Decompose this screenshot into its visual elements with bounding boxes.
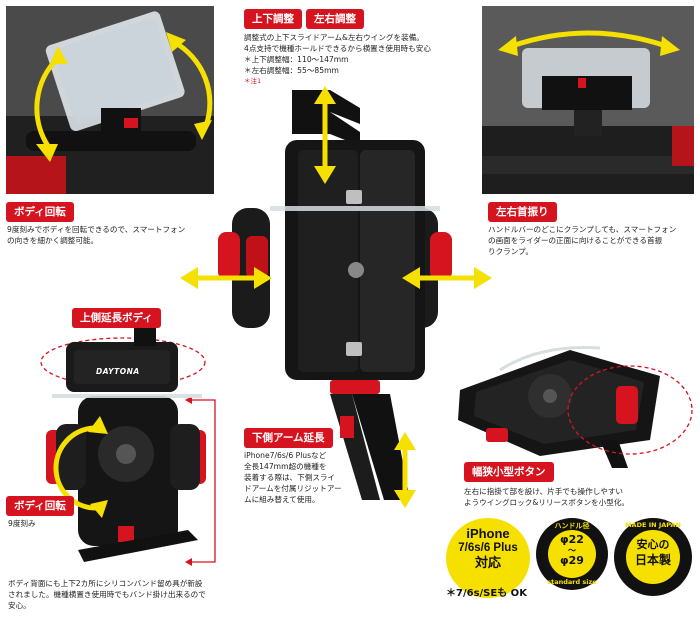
made-in-japan-inner xyxy=(626,530,680,584)
iphone-badge-note: ＊7/6s/SEも OK xyxy=(446,588,527,599)
swivel-mount-illustration xyxy=(482,6,694,194)
handle-tilde: ～ xyxy=(568,546,576,555)
back-line-3: 安心。 xyxy=(8,601,31,610)
adjust-line-3: ＊上下調整幅：110～147mm xyxy=(244,55,349,64)
japan-main-2: 日本製 xyxy=(634,553,671,567)
rotate-line-2: の向きを細かく調整可能。 xyxy=(7,236,99,245)
lower-arm-line-4: ドアームを付属リジットアー xyxy=(244,484,342,493)
badge-swivel: 左右首振り xyxy=(488,202,557,222)
handle-d2: φ29 xyxy=(560,554,584,567)
handle-diameter-inner xyxy=(548,530,596,578)
swivel-line-3: りクランプ。 xyxy=(488,247,534,256)
nine-degree-label: 9度刻み xyxy=(8,519,36,528)
rotate-arrow-left xyxy=(34,32,213,162)
back-line-2: されました。機種横置き使用時でもバンド掛け出来るので xyxy=(8,590,206,599)
handle-arc-top: ハンドル径 xyxy=(554,522,590,530)
handle-d1: φ22 xyxy=(560,533,584,546)
side-view-illustration xyxy=(458,346,693,468)
photo-top-right xyxy=(482,6,694,194)
badge-upper-ext-body: 上側延長ボディ xyxy=(72,308,161,328)
handle-arc-bottom: standard size xyxy=(547,578,597,586)
rotate-line-1: 9度刻みでボディを回転できるので、スマートフォン xyxy=(7,225,186,234)
adjust-line-2: 4点支持で機種ホールドできるから横置き使用時も安心 xyxy=(244,44,431,53)
iphone-line-2: 7/6s/6 Plus xyxy=(458,542,518,554)
button-line-2: ようウイングロック&リリースボタンを小型化。 xyxy=(464,498,630,507)
daytona-logo: DAYTONA xyxy=(96,367,140,376)
japan-main-text: 安心の 日本製 xyxy=(626,538,680,568)
swivel-description: ハンドルバーのどこにクランプしても、スマートフォン の画面をライダーの正面に向け… xyxy=(488,224,696,257)
adjust-note: ＊注1 xyxy=(244,77,262,85)
swivel-arrow xyxy=(498,30,680,56)
rotate-description: 9度刻みでボディを回転できるので、スマートフォン の向きを細かく調整可能。 xyxy=(7,224,217,246)
adjust-line-1: 調整式の上下スライドアーム&左右ウイングを装備。 xyxy=(244,33,424,42)
japan-ring-text: MADE IN JAPAN xyxy=(625,521,681,529)
lower-arm-description: iPhone7/6s/6 Plusなど 全長147mm超の機種を 装着する際は、… xyxy=(244,450,364,505)
button-description: 左右に指掛て部を設け、片手でも操作しやすい ようウイングロック&リリースボタンを… xyxy=(464,486,694,508)
lower-arm-line-3: 装着する際は、下側スライ xyxy=(244,473,336,482)
photo-top-left xyxy=(6,6,214,194)
back-line-1: ボディ背面にも上下2カ所にシリコンバンド留め具が新設 xyxy=(8,579,203,588)
badge-leftright-adjust: 左右調整 xyxy=(306,9,364,29)
lower-arm-line-1: iPhone7/6s/6 Plusなど xyxy=(244,451,327,460)
iphone-badge-text: iPhone 7/6s/6 Plus 対応 xyxy=(446,526,530,571)
adjust-line-4: ＊左右調整幅：55～85mm xyxy=(244,66,339,75)
handle-diameter-values: φ22 ～ φ29 xyxy=(548,534,596,567)
lower-arm-line-2: 全長147mm超の機種を xyxy=(244,462,327,471)
badge-body-rotate-2: ボディ回転 xyxy=(6,496,74,516)
iphone-line-1: iPhone xyxy=(466,526,510,541)
badge-lower-arm-ext: 下側アーム延長 xyxy=(244,428,333,448)
back-description: ボディ背面にも上下2カ所にシリコンバンド留め具が新設 されました。機種横置き使用… xyxy=(8,578,278,611)
swivel-line-2: の画面をライダーの正面に向けることができる首振 xyxy=(488,236,663,245)
badge-slim-button: 幅狭小型ボタン xyxy=(464,462,554,482)
swivel-line-1: ハンドルバーのどこにクランプしても、スマートフォン xyxy=(488,225,677,234)
iphone-compat-badge xyxy=(446,518,530,598)
badge-updown-adjust: 上下調整 xyxy=(244,9,302,29)
lower-arm-line-5: ムに組み替えて使用。 xyxy=(244,495,320,504)
button-line-1: 左右に指掛て部を設け、片手でも操作しやすい xyxy=(464,487,624,496)
adjust-description: 調整式の上下スライドアーム&左右ウイングを装備。 4点支持で機種ホールドできるか… xyxy=(244,32,480,87)
iphone-line-3: 対応 xyxy=(474,555,501,570)
japan-main-1: 安心の xyxy=(636,538,670,551)
badge-body-rotate: ボディ回転 xyxy=(6,202,74,222)
